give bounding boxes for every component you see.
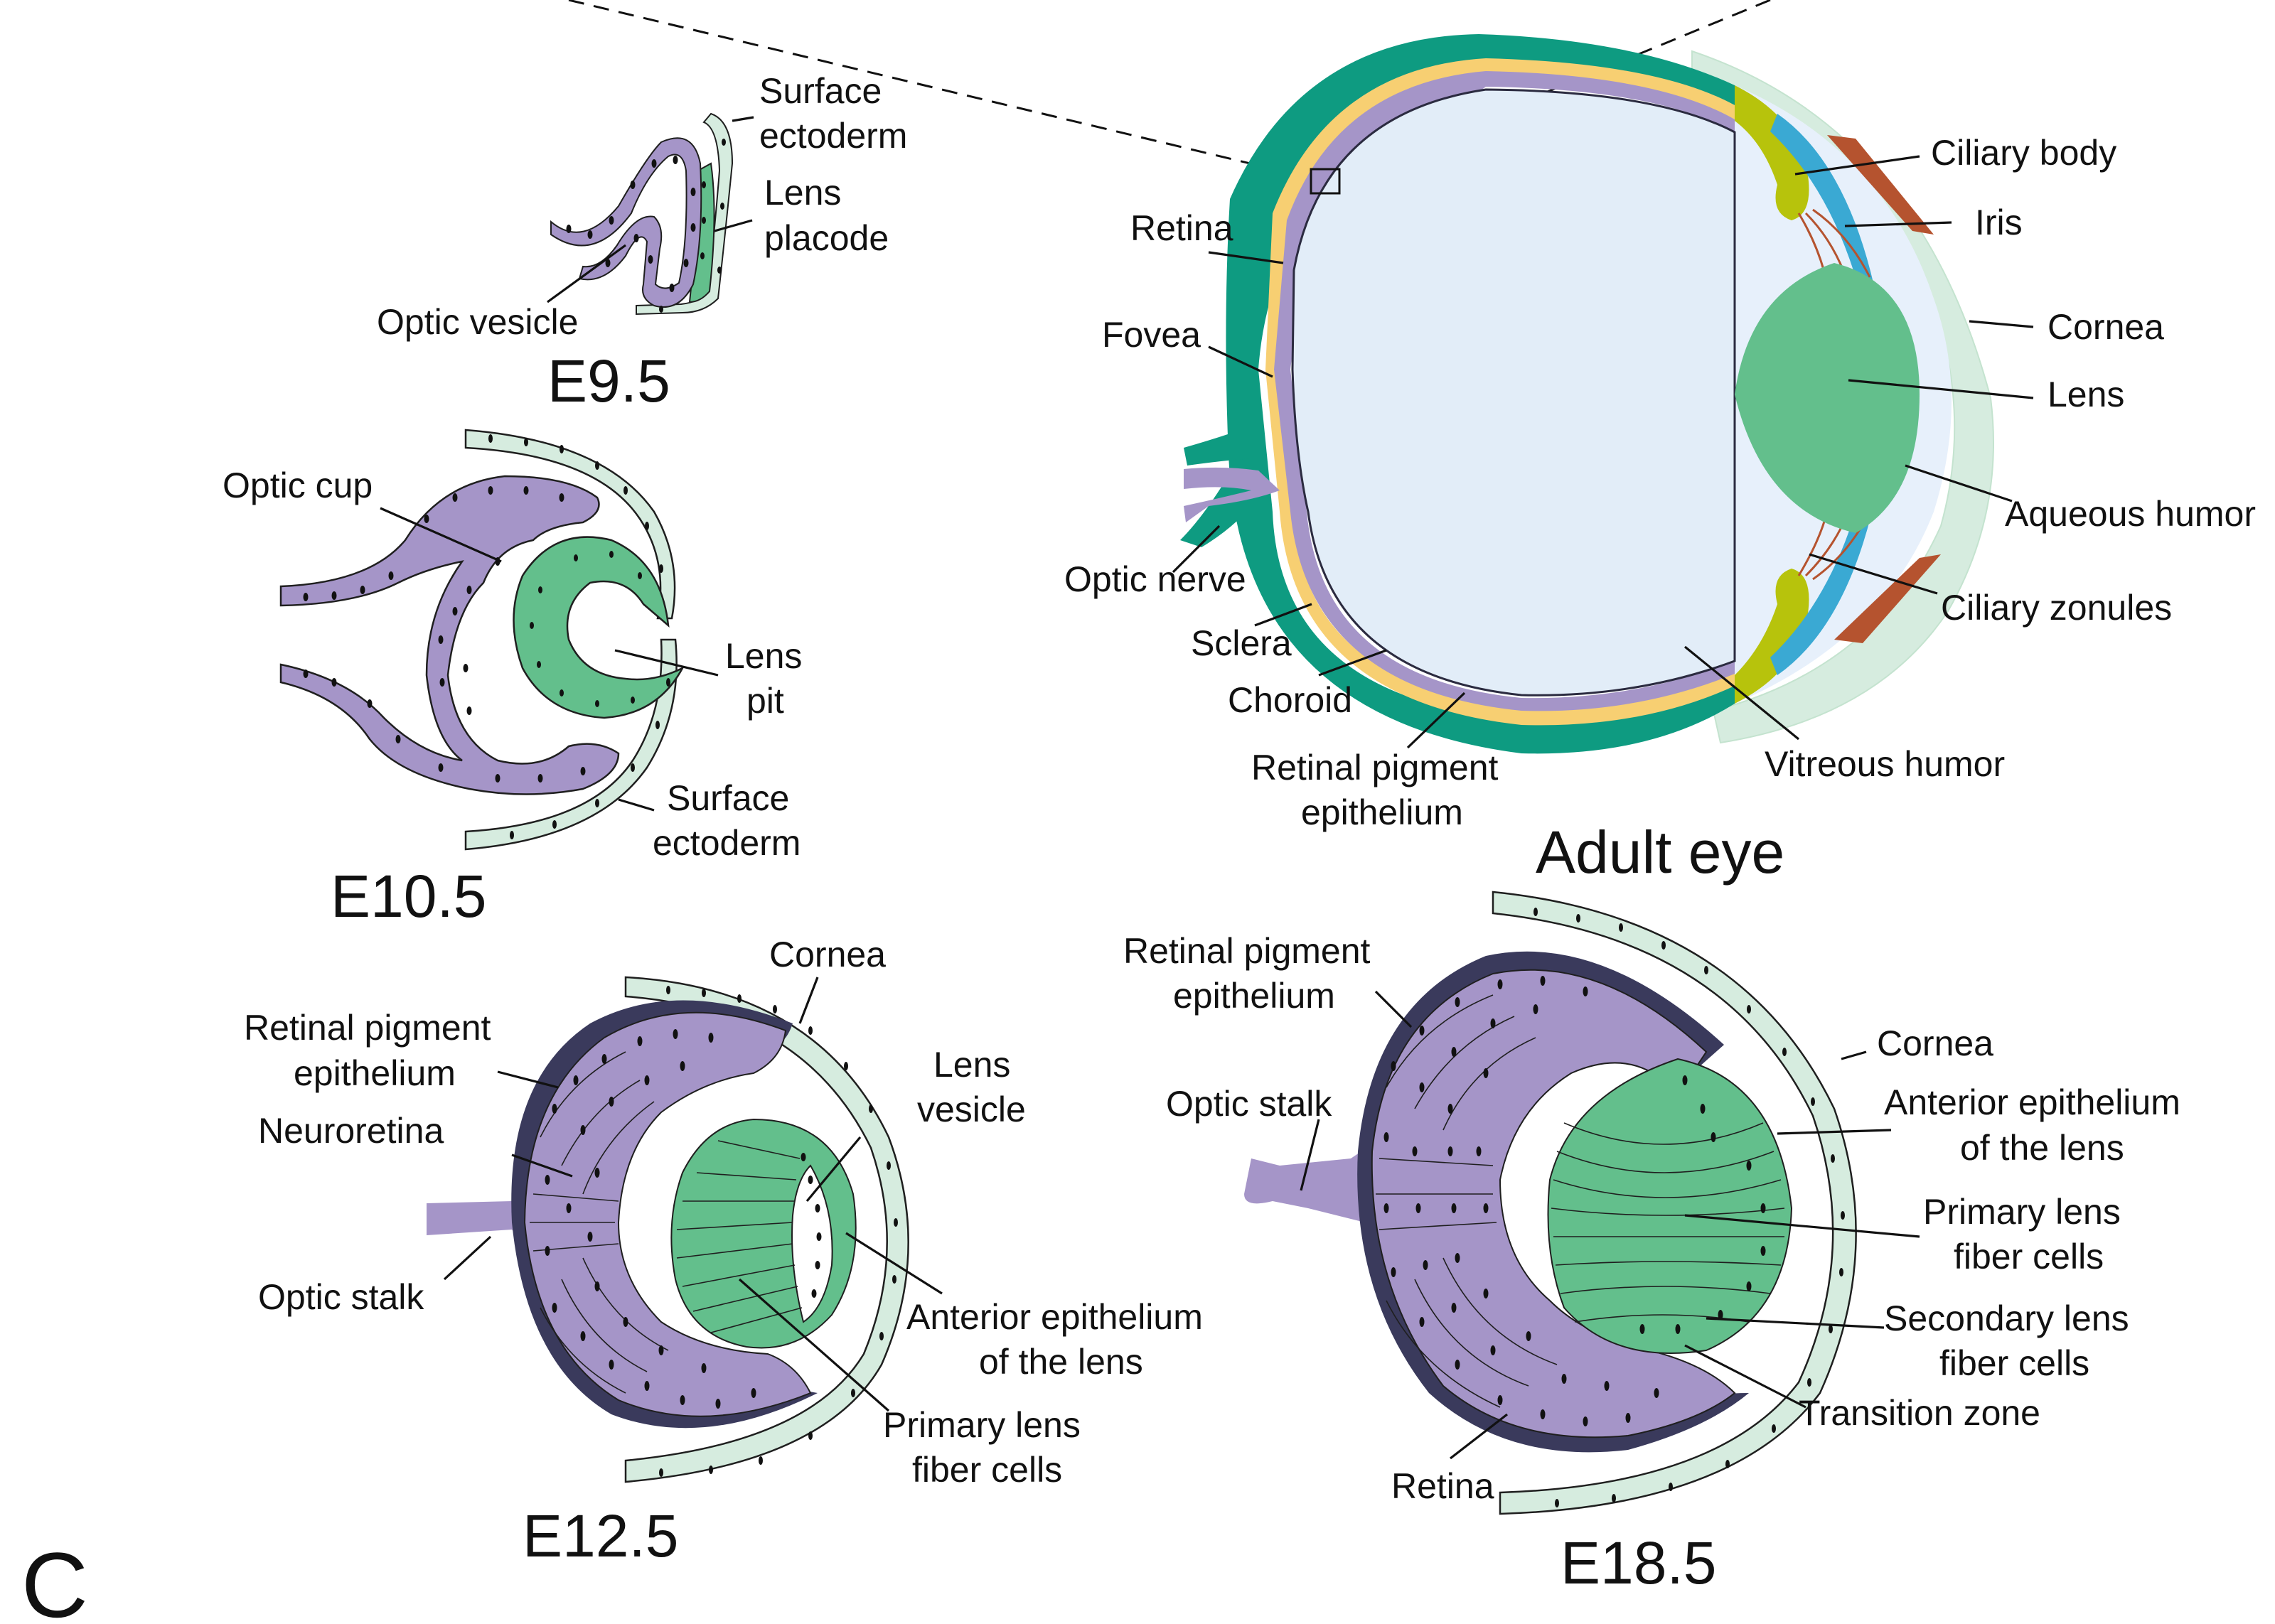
e95-label-placode-1: Lens bbox=[764, 173, 841, 213]
e185-label-secondary-1: Secondary lens bbox=[1884, 1298, 2129, 1338]
e125-label-cornea: Cornea bbox=[769, 935, 886, 974]
leader-e185-rpe bbox=[1376, 991, 1411, 1027]
e185-optic-stalk bbox=[1244, 1151, 1365, 1222]
e125-title: E12.5 bbox=[523, 1502, 679, 1569]
e125-label-primary-2: fiber cells bbox=[912, 1450, 1062, 1490]
e185-label-anterior-1: Anterior epithelium bbox=[1884, 1082, 2180, 1122]
e95-label-surface-1: Surface bbox=[759, 71, 882, 111]
e185-label-retina: Retina bbox=[1391, 1466, 1494, 1506]
e125-label-rpe-1: Retinal pigment bbox=[244, 1008, 491, 1048]
leader-e105-surface-ectoderm bbox=[619, 800, 654, 810]
e125-label-anterior-1: Anterior epithelium bbox=[906, 1297, 1203, 1337]
e185-label-rpe-1: Retinal pigment bbox=[1123, 931, 1371, 971]
e95-title: E9.5 bbox=[547, 348, 670, 414]
adult-vitreous-humor bbox=[1292, 90, 1735, 695]
e125-figure: Cornea Retinal pigment epithelium Neuror… bbox=[244, 935, 1203, 1569]
e185-label-primary-1: Primary lens bbox=[1923, 1192, 2121, 1232]
e125-label-optic-stalk: Optic stalk bbox=[258, 1277, 424, 1317]
e105-label-surface-1: Surface bbox=[667, 778, 789, 818]
e185-title: E18.5 bbox=[1561, 1529, 1717, 1596]
leader-e185-cornea bbox=[1841, 1052, 1866, 1059]
e105-label-optic-cup: Optic cup bbox=[223, 466, 373, 505]
e105-label-surface-2: ectoderm bbox=[653, 823, 801, 863]
e185-label-anterior-2: of the lens bbox=[1960, 1128, 2124, 1168]
e105-title: E10.5 bbox=[331, 863, 487, 930]
e105-label-lens-pit-2: pit bbox=[746, 681, 784, 721]
adult-label-iris: Iris bbox=[1975, 203, 2023, 242]
e185-label-primary-2: fiber cells bbox=[1954, 1237, 2104, 1276]
e125-label-rpe-2: epithelium bbox=[294, 1053, 456, 1093]
leader-adult-cornea bbox=[1969, 321, 2033, 327]
adult-label-lens: Lens bbox=[2048, 375, 2124, 414]
panel-letter: C bbox=[21, 1533, 88, 1624]
e105-label-lens-pit-1: Lens bbox=[725, 636, 802, 676]
adult-title: Adult eye bbox=[1536, 819, 1784, 886]
adult-label-fovea: Fovea bbox=[1102, 315, 1201, 355]
adult-label-choroid: Choroid bbox=[1228, 680, 1352, 720]
e125-label-lens-vesicle-2: vesicle bbox=[917, 1090, 1026, 1129]
e185-figure: Retinal pigment epithelium Optic stalk C… bbox=[1123, 892, 2180, 1596]
e125-label-neuroretina: Neuroretina bbox=[258, 1111, 444, 1151]
e95-label-surface-2: ectoderm bbox=[759, 116, 907, 156]
e185-lens bbox=[1548, 1059, 1792, 1353]
e95-label-optic-vesicle: Optic vesicle bbox=[377, 302, 578, 342]
leader-e95-optic-vesicle bbox=[547, 245, 626, 302]
e105-lens-pit bbox=[514, 537, 683, 718]
e125-label-primary-1: Primary lens bbox=[883, 1405, 1081, 1445]
adult-label-ciliary-body: Ciliary body bbox=[1931, 133, 2116, 173]
e95-label-placode-2: placode bbox=[764, 218, 889, 258]
adult-label-rpe-2: epithelium bbox=[1301, 792, 1463, 832]
e105-figure: Optic cup Lens pit Surface ectoderm E10.… bbox=[223, 430, 802, 930]
adult-label-retina: Retina bbox=[1130, 208, 1233, 248]
e185-label-optic-stalk: Optic stalk bbox=[1166, 1084, 1332, 1124]
e185-label-transition: Transition zone bbox=[1799, 1393, 2040, 1433]
adult-label-optic-nerve: Optic nerve bbox=[1064, 559, 1246, 599]
adult-label-aqueous: Aqueous humor bbox=[2005, 494, 2256, 534]
adult-label-sclera: Sclera bbox=[1191, 623, 1292, 663]
adult-label-cornea: Cornea bbox=[2048, 307, 2164, 347]
e185-label-rpe-2: epithelium bbox=[1173, 976, 1335, 1016]
e185-label-secondary-2: fiber cells bbox=[1939, 1343, 2089, 1383]
adult-label-zonules: Ciliary zonules bbox=[1941, 588, 2172, 628]
e125-label-lens-vesicle-1: Lens bbox=[933, 1045, 1010, 1085]
e95-figure: Surface ectoderm Lens placode Optic vesi… bbox=[377, 71, 907, 414]
adult-label-vitreous: Vitreous humor bbox=[1765, 744, 2005, 784]
e185-label-cornea: Cornea bbox=[1877, 1023, 1993, 1063]
e125-label-anterior-2: of the lens bbox=[979, 1342, 1143, 1382]
adult-label-rpe-1: Retinal pigment bbox=[1251, 748, 1499, 787]
leader-e95-surface-ectoderm bbox=[732, 117, 754, 121]
leader-e125-optic-stalk bbox=[444, 1237, 491, 1279]
leader-e125-cornea bbox=[800, 977, 818, 1023]
